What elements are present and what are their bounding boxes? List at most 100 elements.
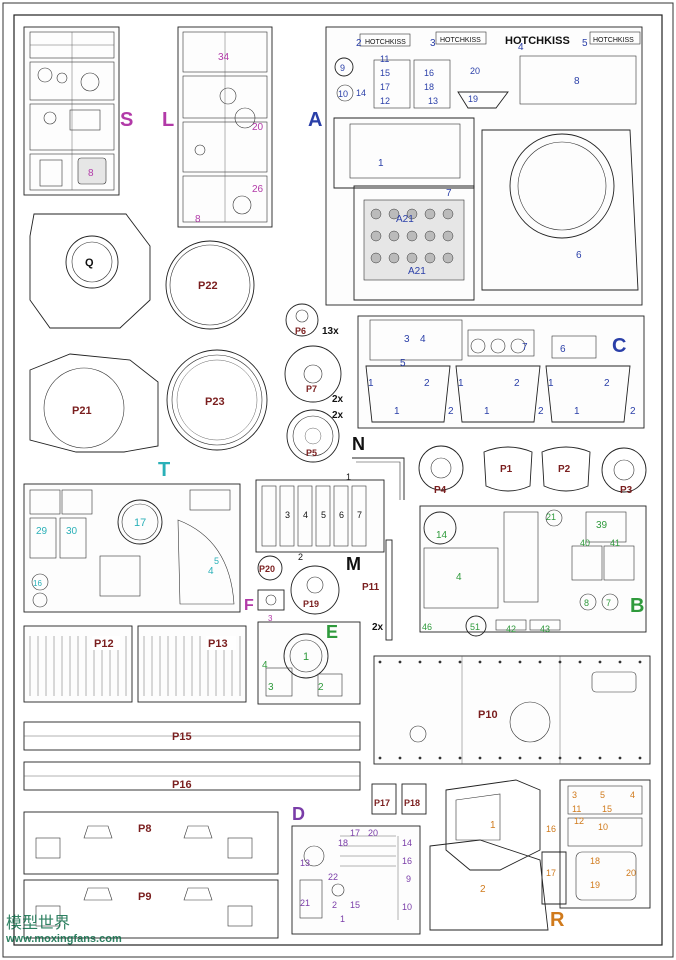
bracket-part-1: 1 bbox=[490, 820, 496, 831]
sprue-l: L 34 20 26 8 bbox=[162, 26, 273, 228]
sprue-a-part-17: 17 bbox=[380, 82, 390, 92]
sprue-r-part-17: 17 bbox=[546, 868, 556, 878]
part-p5: P5 2x bbox=[286, 409, 344, 463]
sprue-d-part-15: 15 bbox=[350, 900, 360, 910]
sprue-e-part-1: 1 bbox=[303, 651, 309, 663]
engraving-hotchkiss-c: HOTCHKISS bbox=[593, 37, 634, 44]
sprue-l-letter: L bbox=[162, 109, 174, 131]
sprue-s: S 8 bbox=[23, 26, 133, 196]
sprue-s-letter: S bbox=[120, 109, 133, 131]
part-p7-qty: 2x bbox=[332, 394, 344, 405]
part-p16: P16 bbox=[23, 761, 361, 791]
sprue-c-part-2d: 2 bbox=[538, 406, 544, 417]
sprue-e-part-2: 2 bbox=[318, 682, 324, 693]
sprue-b-part-14: 14 bbox=[436, 530, 448, 541]
sprue-c-part-6: 6 bbox=[560, 344, 566, 355]
sprue-a-part-2: 2 bbox=[356, 38, 362, 49]
part-p20: P20 bbox=[257, 555, 283, 581]
sprue-a-part-15: 15 bbox=[380, 68, 390, 78]
part-p13-label: P13 bbox=[208, 638, 228, 650]
sprue-a-part-13: 13 bbox=[428, 96, 438, 106]
sprue-a-part-8: 8 bbox=[574, 76, 580, 87]
part-p12: P12 bbox=[23, 625, 133, 703]
part-p5-qty: 2x bbox=[332, 410, 344, 421]
sprue-r-part-12: 12 bbox=[574, 816, 584, 826]
sprue-c-part-2c: 2 bbox=[514, 378, 520, 389]
part-p9: P9 bbox=[23, 879, 279, 939]
part-p8: P8 bbox=[23, 811, 279, 875]
sprue-d-part-18: 18 bbox=[338, 838, 348, 848]
part-p16-label: P16 bbox=[172, 779, 192, 791]
sprue-d: D 13 14 16 17 18 20 21 22 2 9 10 15 1 bbox=[291, 804, 421, 935]
sprue-t-part-17: 17 bbox=[134, 517, 146, 529]
sprue-d-part-9: 9 bbox=[406, 874, 411, 884]
sprue-e-part-3: 3 bbox=[268, 682, 274, 693]
sprue-a-part-1: 1 bbox=[378, 158, 384, 169]
part-p21: P21 bbox=[29, 353, 159, 453]
part-p10-label: P10 bbox=[478, 709, 498, 721]
sprue-d-part-22: 22 bbox=[328, 872, 338, 882]
sprue-b-part-21: 21 bbox=[546, 512, 556, 522]
sprue-r-part-11: 11 bbox=[572, 804, 581, 814]
sprue-a-part-a21-bottom: A21 bbox=[408, 266, 426, 277]
part-p3-label: P3 bbox=[620, 485, 633, 496]
wheel-row: P4 P1 P2 P3 bbox=[418, 445, 647, 496]
sprue-n-part-1: 1 bbox=[346, 472, 351, 482]
part-p13: P13 bbox=[137, 625, 247, 703]
sprue-m: 2 3 4 5 6 7 M bbox=[255, 479, 385, 574]
part-q-label: Q bbox=[85, 257, 94, 269]
sprue-c-part-1b: 1 bbox=[394, 406, 400, 417]
sprue-t-part-30: 30 bbox=[66, 526, 78, 537]
part-p22: P22 bbox=[165, 240, 255, 330]
sprue-t-part-4: 4 bbox=[208, 566, 214, 577]
sprue-a-part-9: 9 bbox=[340, 63, 345, 73]
sprue-m-letter: M bbox=[346, 554, 361, 574]
sprue-m-part-2: 2 bbox=[298, 552, 303, 562]
sprue-a-part-12: 12 bbox=[380, 96, 390, 106]
part-p8-label: P8 bbox=[138, 823, 151, 835]
engraving-hotchkiss-b: HOTCHKISS bbox=[440, 37, 481, 44]
part-p19: P19 bbox=[290, 565, 340, 615]
part-p15-label: P15 bbox=[172, 731, 192, 743]
sprue-a-part-18: 18 bbox=[424, 82, 434, 92]
sprue-a-part-7: 7 bbox=[446, 188, 452, 199]
sprue-r-part-18: 18 bbox=[590, 856, 600, 866]
sprue-b-part-4: 4 bbox=[456, 572, 462, 583]
sprue-r-part-20: 20 bbox=[626, 868, 636, 878]
part-p11: P11 2x bbox=[362, 539, 393, 641]
part-p17-label: P17 bbox=[374, 798, 390, 808]
part-p11-qty: 2x bbox=[372, 622, 384, 633]
inner-frame bbox=[13, 14, 663, 946]
part-p9-label: P9 bbox=[138, 891, 151, 903]
sprue-n: N 1 bbox=[346, 434, 405, 500]
part-p12-label: P12 bbox=[94, 638, 114, 650]
sprue-c-part-1d: 1 bbox=[484, 406, 490, 417]
sprue-c-part-1c: 1 bbox=[458, 378, 464, 389]
sprue-b-part-39: 39 bbox=[596, 520, 608, 531]
sprue-c-part-2b: 2 bbox=[448, 406, 454, 417]
sprue-t-part-29: 29 bbox=[36, 526, 48, 537]
sprue-l-part-8: 8 bbox=[195, 214, 201, 225]
sprue-c-part-2e: 2 bbox=[604, 378, 610, 389]
sprue-a-letter: A bbox=[308, 109, 322, 131]
sprue-m-part-5: 5 bbox=[321, 510, 326, 520]
sprue-d-part-10: 10 bbox=[402, 902, 412, 912]
part-p6-qty: 13x bbox=[322, 326, 339, 337]
sprue-b-letter: B bbox=[630, 595, 644, 617]
part-p20-label: P20 bbox=[259, 564, 275, 574]
sprue-a-part-4: 4 bbox=[518, 42, 524, 53]
sprue-r: R 3 4 5 10 11 12 15 16 17 18 19 20 bbox=[541, 779, 651, 931]
sprue-c-part-1f: 1 bbox=[574, 406, 580, 417]
part-p6-label: P6 bbox=[295, 326, 306, 336]
side-brackets: 1 2 bbox=[429, 779, 549, 931]
sprue-r-part-4: 4 bbox=[630, 790, 635, 800]
sprue-t-part-16: 16 bbox=[33, 579, 42, 588]
sprue-d-part-13: 13 bbox=[300, 858, 310, 868]
part-p23-label: P23 bbox=[205, 396, 225, 408]
sprue-b-part-51: 51 bbox=[470, 622, 480, 632]
sprue-d-letter: D bbox=[292, 804, 305, 824]
sprue-c: C 1 2 1 2 1 2 1 2 1 2 1 2 3 4 5 6 7 bbox=[357, 315, 645, 429]
sprue-d-part-16: 16 bbox=[402, 856, 412, 866]
